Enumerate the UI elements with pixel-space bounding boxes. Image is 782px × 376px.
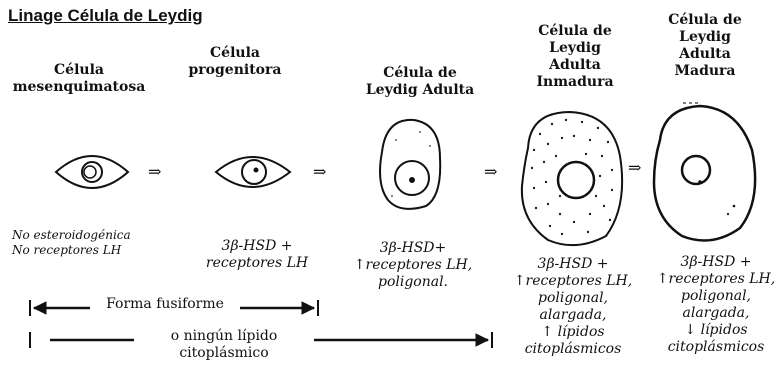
spindle-shape-label: Forma fusiforme — [90, 296, 240, 313]
no-lipid-label: o ningún lípido citoplásmico — [134, 328, 314, 362]
transition-arrow-2: ⇒ — [313, 164, 326, 180]
stage-3-description: 3β-HSD+ ↑receptores LH, poligonal. — [338, 240, 488, 291]
transition-arrow-3: ⇒ — [484, 164, 497, 180]
mature-adult-leydig-cell-icon — [654, 106, 755, 241]
stage-4-description: 3β-HSD + ↑receptores LH, poligonal, alar… — [503, 256, 643, 358]
progenitor-cell-icon — [216, 157, 290, 187]
transition-arrow-4: ⇒ — [628, 160, 641, 176]
immature-adult-leydig-cell-icon — [522, 112, 622, 245]
stage-2-description: 3β-HSD + receptores LH — [182, 238, 332, 272]
mesenchymal-cell-icon — [56, 156, 128, 188]
stage-5-description: 3β-HSD + ↑receptores LH, poligonal, alar… — [650, 254, 782, 356]
stage-1-description: No esteroidogénica No receptores LH — [12, 228, 172, 258]
adult-leydig-cell-icon — [380, 120, 440, 209]
transition-arrow-1: ⇒ — [148, 164, 161, 180]
